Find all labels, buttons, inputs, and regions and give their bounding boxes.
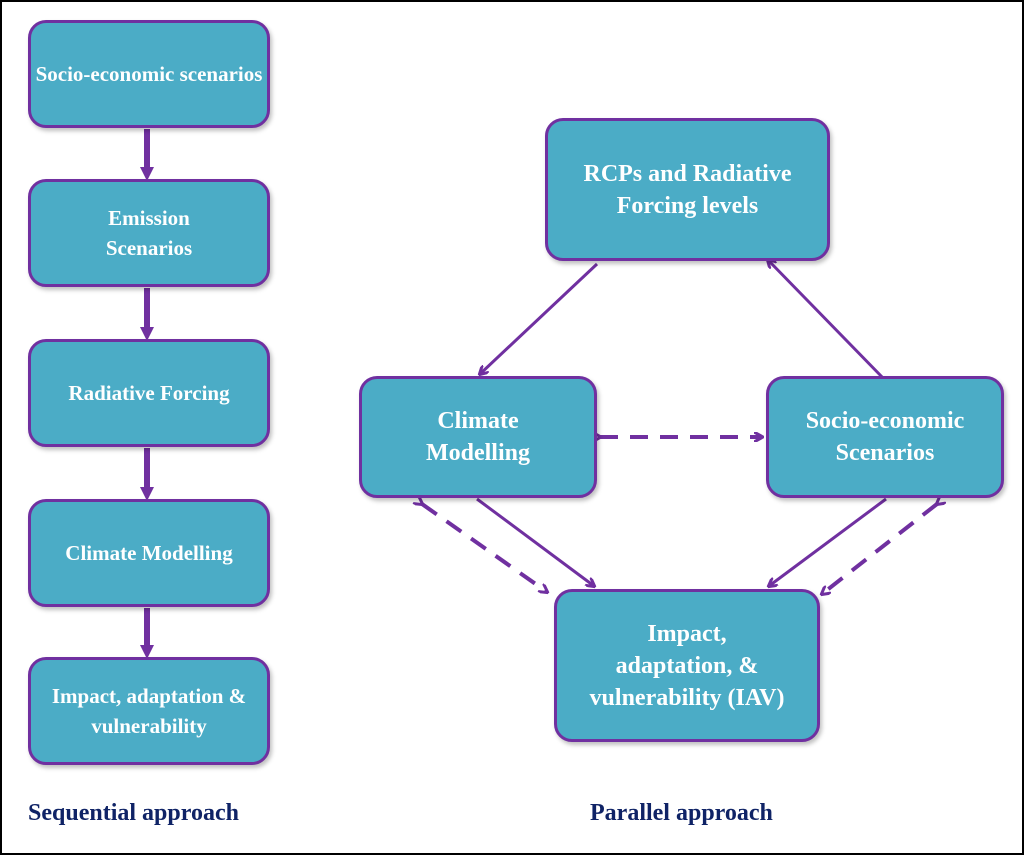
node-rcp: RCPs and Radiative Forcing levels xyxy=(545,118,830,261)
seq-box-radiative-forcing: Radiative Forcing xyxy=(28,339,270,447)
node-label: RCPs and Radiative Forcing levels xyxy=(583,160,792,219)
seq-box-iav: Impact, adaptation & vulnerability xyxy=(28,657,270,765)
seq-box-climate-modelling: Climate Modelling xyxy=(28,499,270,607)
node-climate-modelling: Climate Modelling xyxy=(359,376,597,498)
sequential-caption: Sequential approach xyxy=(28,800,239,826)
arrow-rcp-to-climate xyxy=(480,262,599,374)
seq-box-emission: Emission Scenarios xyxy=(28,179,270,287)
dashed-socio-iav xyxy=(822,504,937,594)
parallel-caption: Parallel approach xyxy=(590,800,773,826)
arrow-socio-to-rcp xyxy=(768,260,886,381)
seq-label: Impact, adaptation & vulnerability xyxy=(51,684,247,738)
arrow-socio-to-iav xyxy=(769,497,887,586)
dashed-climate-iav xyxy=(422,504,547,592)
node-iav: Impact, adaptation, & vulnerability (IAV… xyxy=(554,589,820,742)
seq-box-socio-economic: Socio-economic scenarios xyxy=(28,20,270,128)
seq-label: Emission Scenarios xyxy=(105,206,193,260)
seq-label: Socio-economic scenarios xyxy=(35,62,263,86)
node-label: Climate Modelling xyxy=(425,408,530,466)
arrow-climate-to-iav xyxy=(476,497,594,586)
node-label: Impact, adaptation, & vulnerability (IAV… xyxy=(589,620,785,711)
node-label: Socio-economic Scenarios xyxy=(805,408,965,466)
seq-label: Radiative Forcing xyxy=(68,381,230,405)
node-socio-economic: Socio-economic Scenarios xyxy=(766,376,1004,498)
seq-label: Climate Modelling xyxy=(65,541,233,565)
